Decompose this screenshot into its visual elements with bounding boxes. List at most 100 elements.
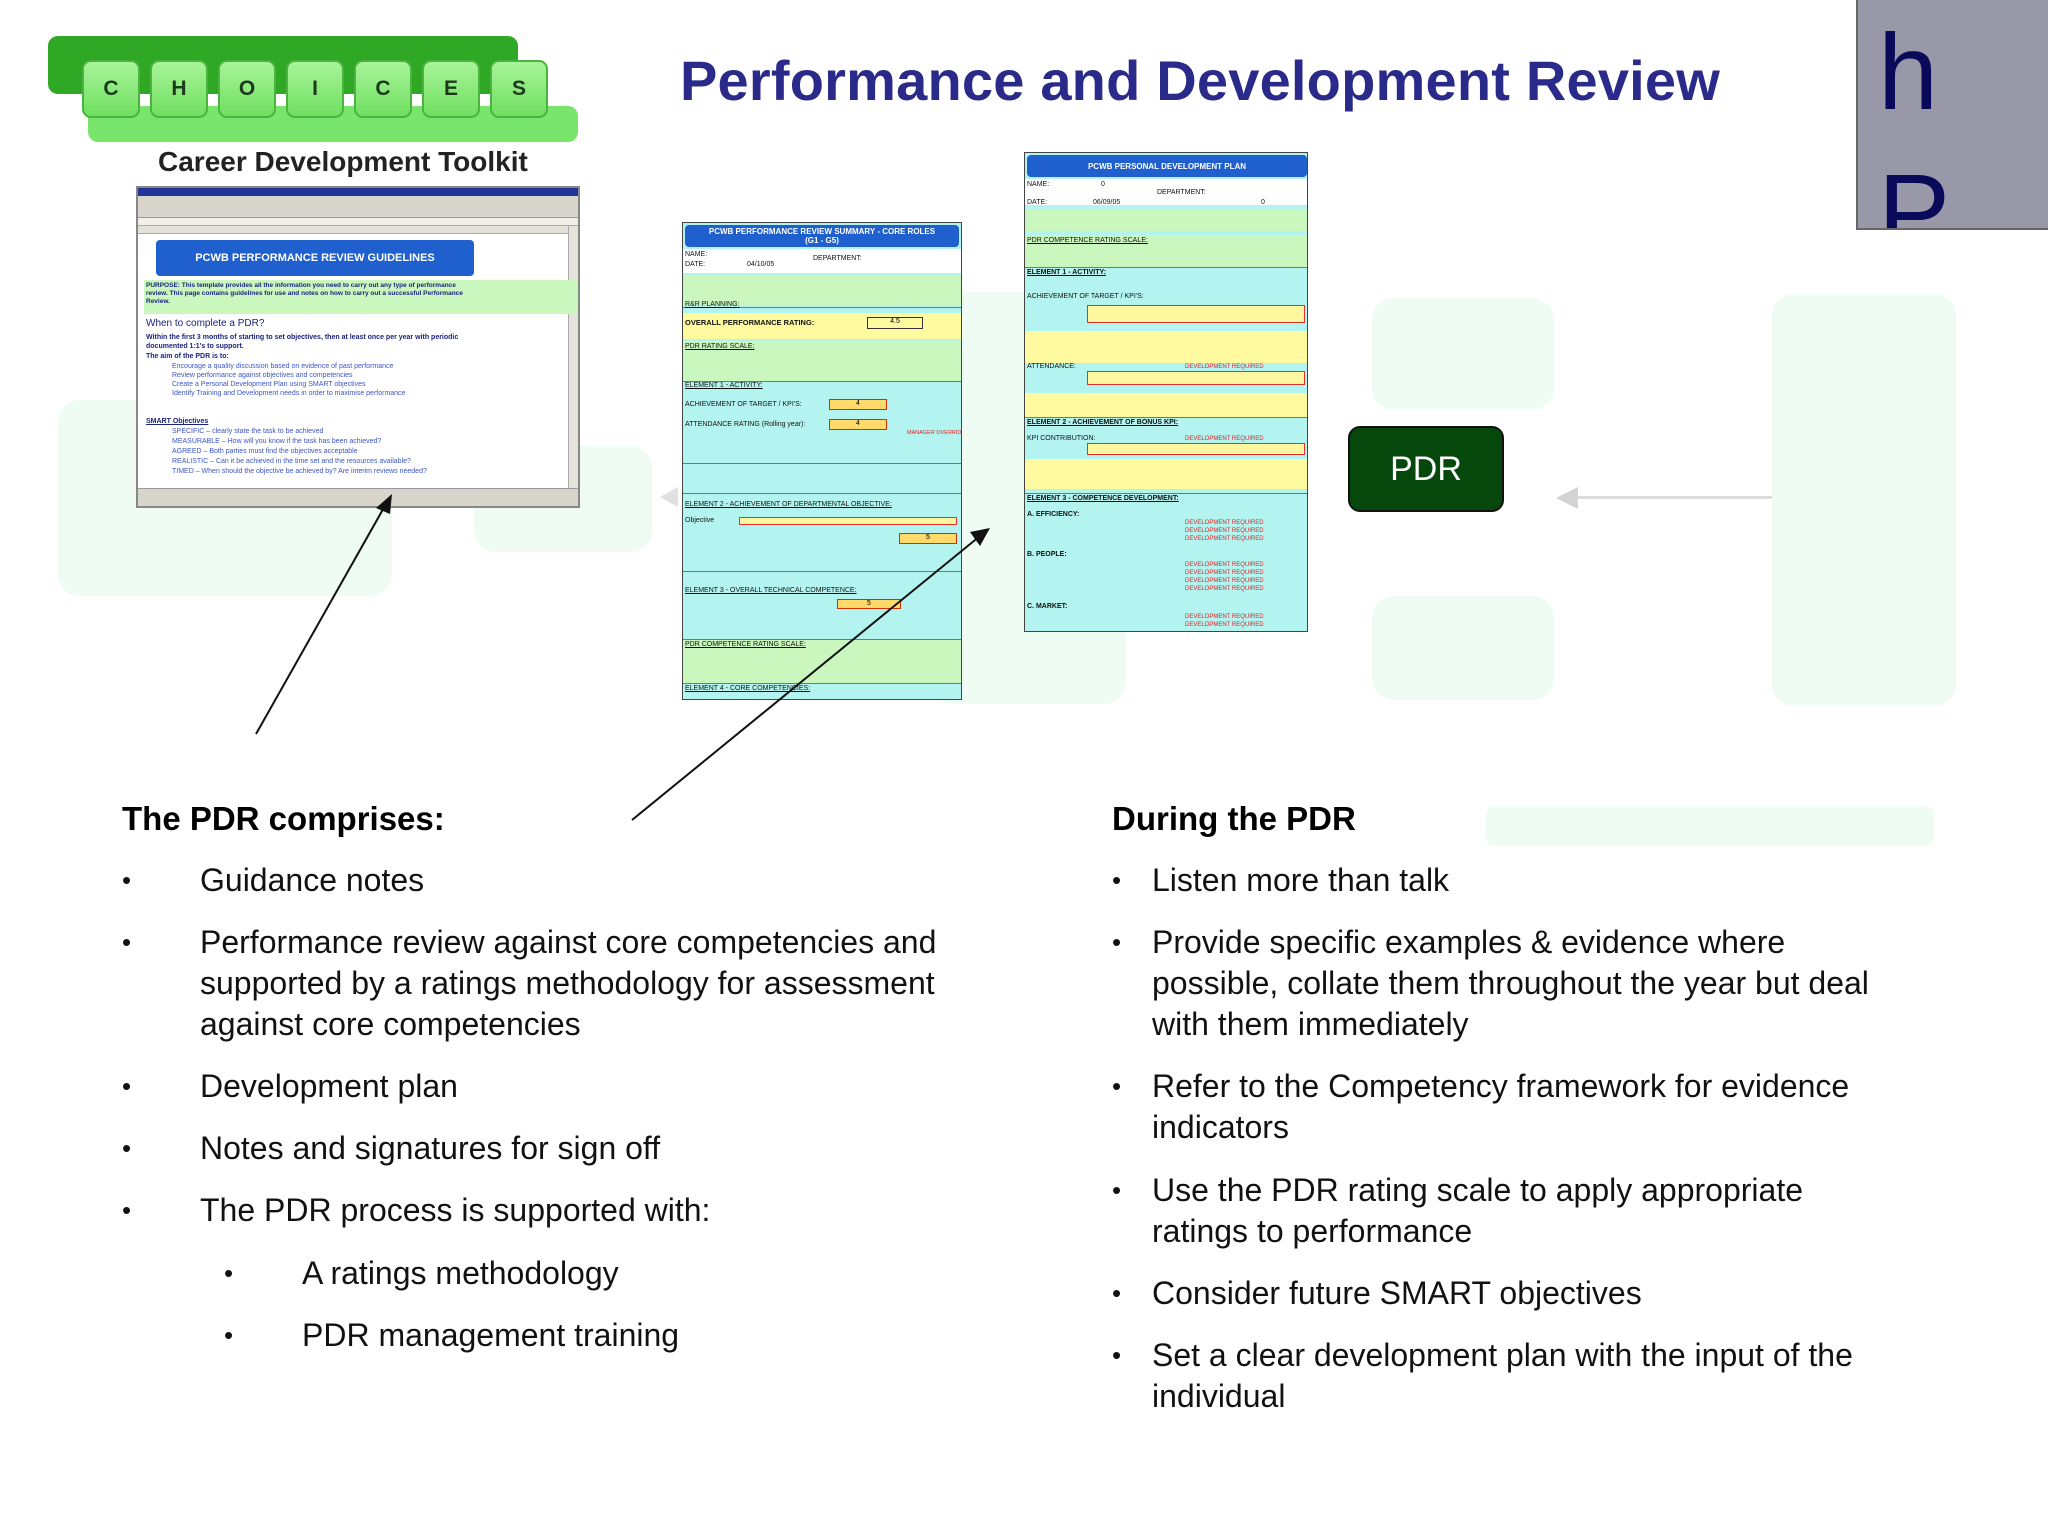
right-item: Set a clear development plan with the in… <box>1152 1337 1853 1414</box>
guidelines-header: PCWB PERFORMANCE REVIEW GUIDELINES <box>156 240 474 276</box>
achievement-label: ACHIEVEMENT OF TARGET / KPI'S: <box>1027 293 1144 300</box>
pdr-badge: PDR <box>1348 426 1504 512</box>
left-item: Guidance notes <box>200 862 425 898</box>
choices-logo: C H O I C E S Career Development Toolkit <box>48 28 588 188</box>
efficiency-dev-required: DEVELOPMENT REQUIRED <box>1185 520 1264 526</box>
left-sub-item: PDR management training <box>302 1317 680 1353</box>
corner-glyph: h <box>1878 11 1939 132</box>
people-dev-required: DEVELOPMENT REQUIRED <box>1185 570 1264 576</box>
background-arrowhead <box>660 487 678 507</box>
department-label: DEPARTMENT: <box>1157 189 1206 196</box>
bullet-glyph: • <box>122 865 132 895</box>
competence-scale-band <box>1025 235 1307 267</box>
efficiency-dev-required: DEVELOPMENT REQUIRED <box>1185 536 1264 542</box>
row-rule <box>683 683 961 684</box>
bullet-glyph: • <box>122 1071 132 1101</box>
objective-field <box>1087 443 1305 455</box>
row-rule <box>683 307 961 308</box>
when-heading: When to complete a PDR? <box>146 318 265 329</box>
smart-item: REALISTIC – Can it be achieved in the ti… <box>172 458 411 465</box>
rr-planning: R&R PLANNING: <box>685 301 740 308</box>
bullet-glyph: • <box>1112 1278 1122 1308</box>
background-diagram-box <box>1486 806 1934 846</box>
page-title: Performance and Development Review <box>680 49 1721 112</box>
right-item: Provide specific examples & evidence whe… <box>1152 924 1869 1042</box>
need-band <box>1025 459 1307 489</box>
when-text: Within the first 3 months of starting to… <box>146 334 459 350</box>
bullet-glyph: • <box>122 1195 132 1225</box>
sheet-tabs <box>138 488 578 506</box>
logo-key: O <box>218 60 276 118</box>
smart-item: TIMED – When should the objective be ach… <box>172 468 427 475</box>
row-rule <box>683 493 961 494</box>
logo-key: C <box>82 60 140 118</box>
background-diagram-box <box>1372 298 1554 410</box>
background-diagram-box <box>1372 596 1554 700</box>
kpi-contribution: KPI CONTRIBUTION: <box>1027 435 1096 442</box>
objective-label: Objective <box>685 517 715 524</box>
corner-image: h P <box>1856 0 2048 230</box>
kpi-dev-required: DEVELOPMENT REQUIRED <box>1185 436 1264 442</box>
purpose-band <box>144 280 578 314</box>
attendance-value: 4 <box>829 419 887 430</box>
bullet-glyph: • <box>1112 1071 1122 1101</box>
logo-key: H <box>150 60 208 118</box>
date-label: DATE: <box>1027 199 1048 206</box>
left-sub-item: A ratings methodology <box>302 1255 619 1291</box>
left-item: Notes and signatures for sign off <box>200 1130 661 1166</box>
summary-header: PCWB PERFORMANCE REVIEW SUMMARY - CORE R… <box>685 225 959 247</box>
name-band <box>683 249 961 273</box>
rating-scale-label: PDR RATING SCALE: <box>685 343 755 350</box>
smart-item: SPECIFIC – clearly state the task to be … <box>172 428 324 435</box>
smart-heading: SMART Objectives <box>146 418 209 425</box>
objective-field <box>1087 371 1305 385</box>
competence-scale-label: PDR COMPETENCE RATING SCALE: <box>685 641 806 648</box>
row-rule <box>1025 493 1307 494</box>
name-value: 0 <box>1101 181 1105 188</box>
date-label: DATE: <box>685 261 706 268</box>
element3-value: 5 <box>837 599 901 609</box>
people-dev-required: DEVELOPMENT REQUIRED <box>1185 562 1264 568</box>
plan-header: PCWB PERSONAL DEVELOPMENT PLAN <box>1027 155 1307 177</box>
smart-item: AGREED – Both parties must find the obje… <box>172 448 358 455</box>
right-column-heading: During the PDR <box>1112 800 1356 837</box>
element3-label: ELEMENT 3 - COMPETENCE DEVELOPMENT: <box>1027 495 1179 502</box>
name-band <box>1025 179 1307 205</box>
left-item: Performance review against core competen… <box>200 924 937 1042</box>
purpose-band <box>1025 209 1307 231</box>
row-rule <box>1025 417 1307 418</box>
bullet-glyph: • <box>122 1133 132 1163</box>
background-connector <box>1574 496 1772 499</box>
corner-glyph: P <box>1878 151 1951 230</box>
bullet-glyph: • <box>1112 927 1122 957</box>
element1-label: ELEMENT 1 - ACTIVITY: <box>685 382 763 389</box>
need-band <box>1025 331 1307 363</box>
bullet-glyph: • <box>1112 1175 1122 1205</box>
formula-bar <box>138 218 578 226</box>
market-dev-required: DEVELOPMENT REQUIRED <box>1185 622 1264 628</box>
attendance-label: ATTENDANCE RATING (Rolling year): <box>685 421 806 428</box>
plan-sheet-thumbnail: PCWB PERSONAL DEVELOPMENT PLAN NAME: 0 D… <box>1024 152 1308 632</box>
element4-label: ELEMENT 4 - CORE COMPETENCIES: <box>685 685 811 692</box>
row-rule <box>683 639 961 640</box>
element2-label: ELEMENT 2 - ACHIEVEMENT OF DEPARTMENTAL … <box>685 501 892 508</box>
element3-label: ELEMENT 3 - OVERALL TECHNICAL COMPETENCE… <box>685 587 857 594</box>
bullet-glyph: • <box>1112 865 1122 895</box>
aim-item: Review performance against objectives an… <box>172 372 353 379</box>
name-label: NAME: <box>1027 181 1050 188</box>
left-column-heading: The PDR comprises: <box>122 800 445 837</box>
logo-key: I <box>286 60 344 118</box>
aim-item: Create a Personal Development Plan using… <box>172 381 366 388</box>
rating-scale-band <box>683 341 961 381</box>
guidelines-sheet-thumbnail: PCWB PERFORMANCE REVIEW GUIDELINES PURPO… <box>136 186 580 508</box>
background-arrowhead <box>1556 487 1578 509</box>
name-label: NAME: <box>685 251 708 258</box>
logo-tagline: Career Development Toolkit <box>158 146 528 177</box>
right-item: Listen more than talk <box>1152 862 1450 898</box>
people-dev-required: DEVELOPMENT REQUIRED <box>1185 578 1264 584</box>
element1-label: ELEMENT 1 - ACTIVITY: <box>1027 269 1106 276</box>
bullet-glyph: • <box>224 1320 234 1350</box>
purpose-band <box>683 275 961 305</box>
left-item: Development plan <box>200 1068 458 1104</box>
scrollbar <box>568 226 578 492</box>
